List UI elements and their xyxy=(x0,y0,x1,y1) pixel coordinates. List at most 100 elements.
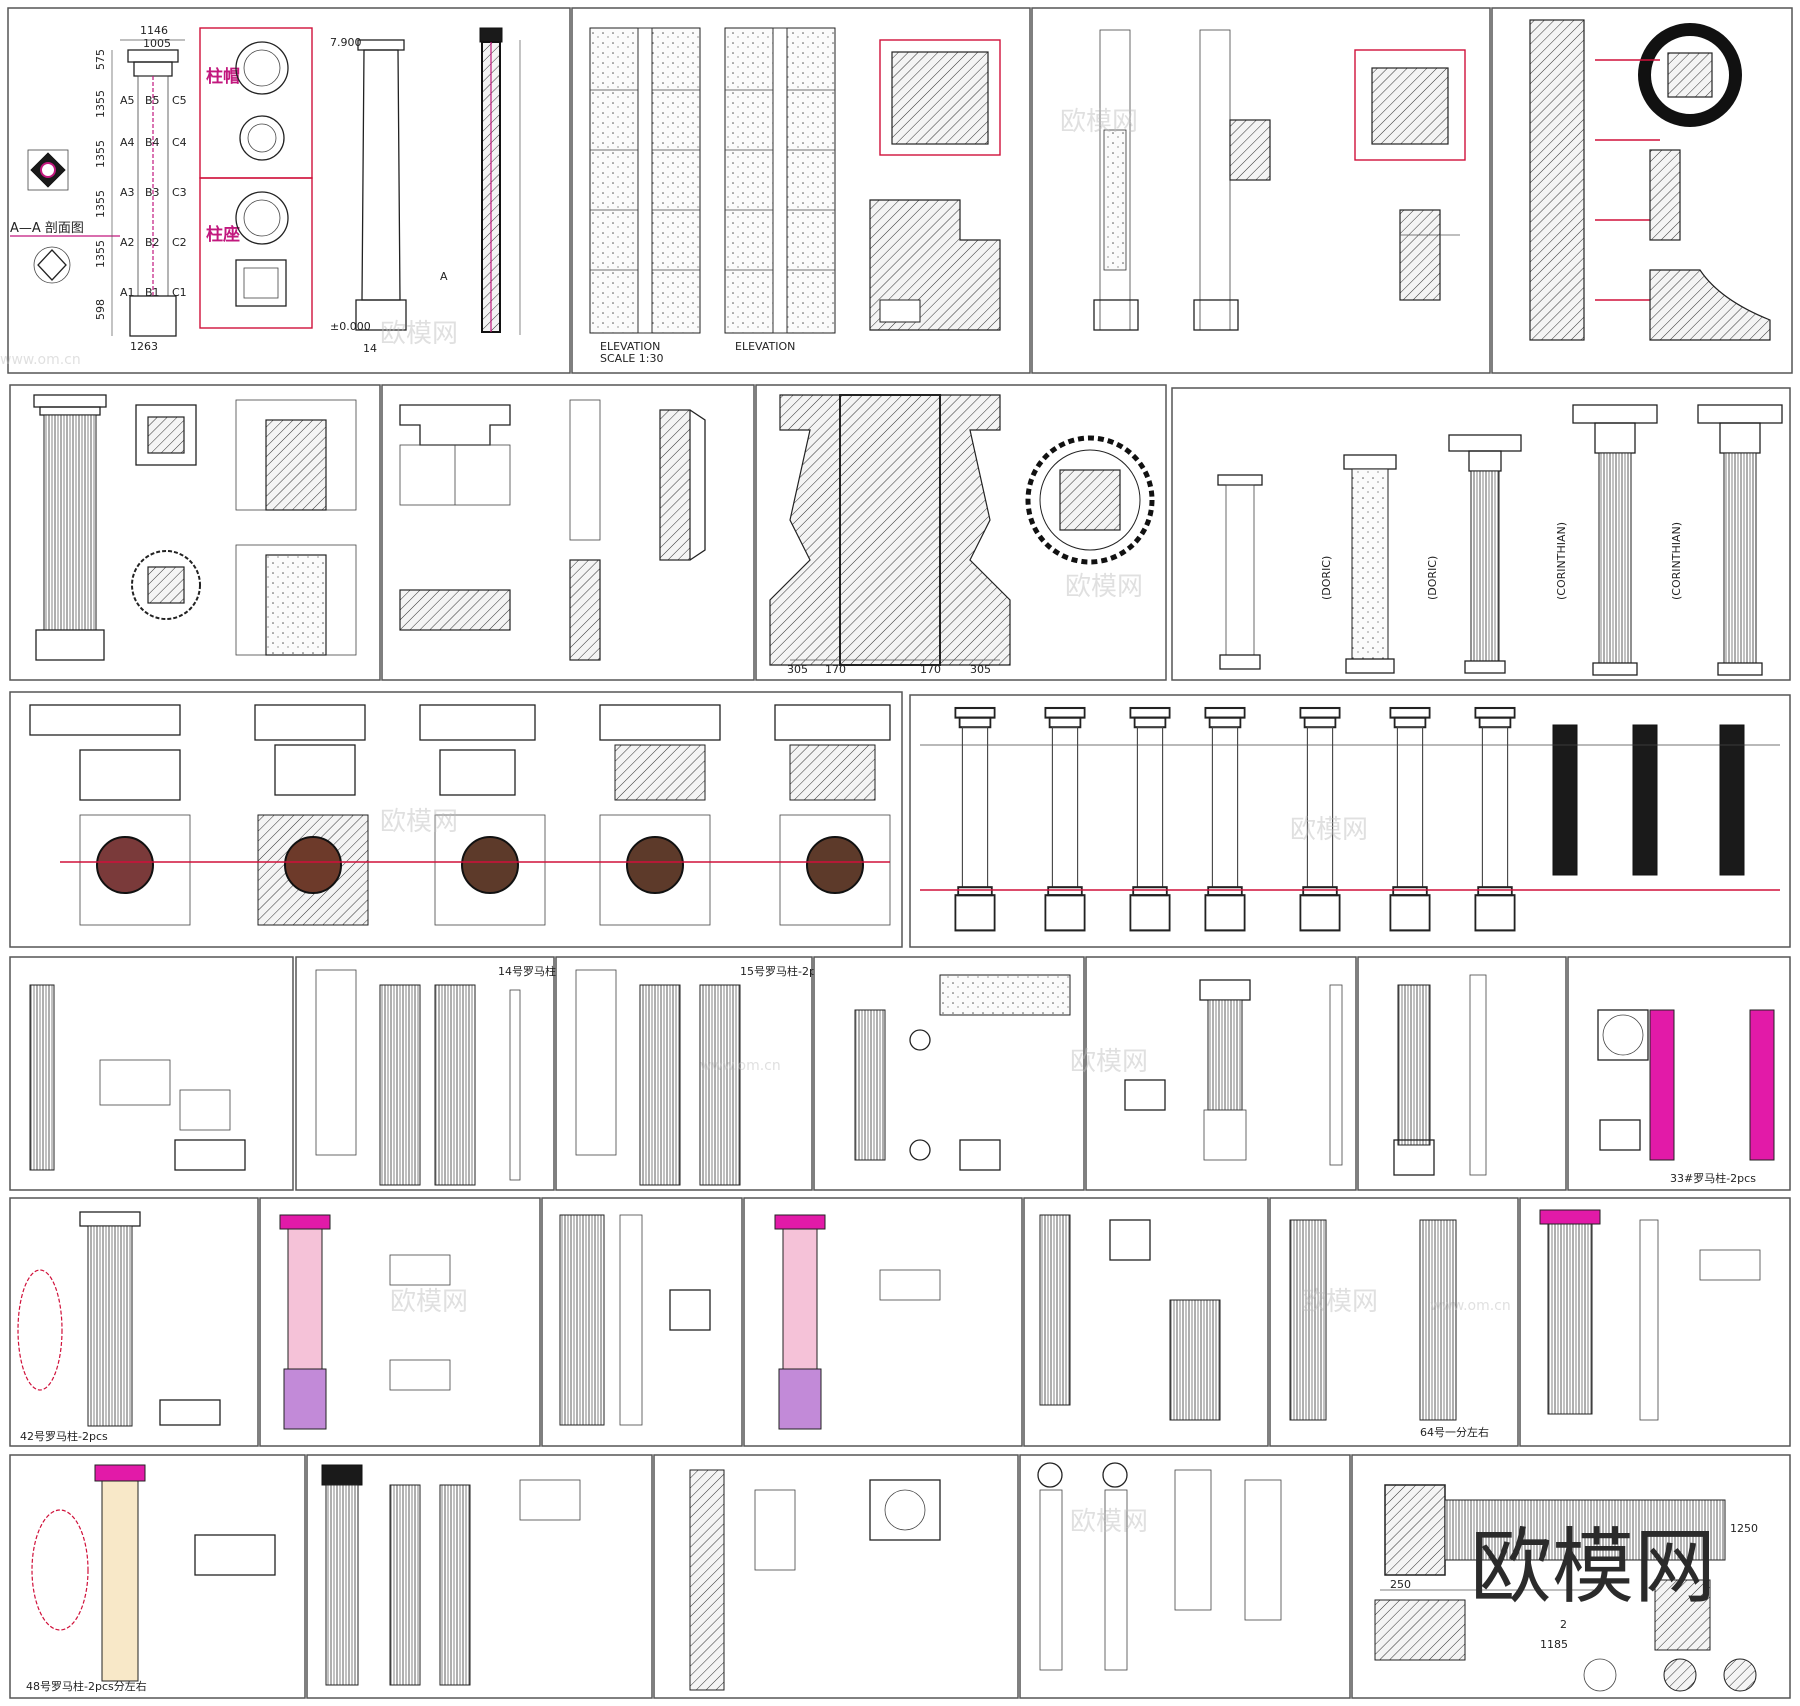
panel-row5-c xyxy=(541,1197,743,1447)
title-42: 42号罗马柱-2pcs xyxy=(20,1429,108,1443)
watermark-url: www.om.cn xyxy=(700,1058,781,1074)
panel-row5-a: 42号罗马柱-2pcs xyxy=(9,1197,259,1447)
panel-frame xyxy=(306,1454,653,1699)
elevation-label-1: ELEVATION xyxy=(600,340,660,353)
panel-row5-g xyxy=(1519,1197,1791,1447)
cap-label: 柱帽 xyxy=(206,66,240,87)
seg-a4: A4 xyxy=(120,136,135,149)
panel-round-column-detail xyxy=(1491,7,1793,374)
dim-2: 2 xyxy=(1560,1618,1567,1631)
h-598: 598 xyxy=(94,299,107,320)
watermark: 欧模网 xyxy=(1060,107,1138,137)
panel-column-sections xyxy=(1031,7,1491,374)
gear-dim-3: 170 xyxy=(920,663,941,676)
gear-dim-1: 305 xyxy=(787,663,808,676)
panel-row5-f: 64号一分左右 xyxy=(1269,1197,1519,1447)
title-64: 64号一分左右 xyxy=(1420,1425,1489,1439)
watermark: 欧模网 xyxy=(1070,1507,1148,1537)
seg-b3: B3 xyxy=(145,186,160,199)
panel-row4-e xyxy=(1085,956,1357,1191)
title-48: 48号罗马柱-2pcs分左右 xyxy=(26,1679,147,1693)
dim-bottom: 1263 xyxy=(130,340,158,353)
panel-frame xyxy=(7,7,571,374)
panel-frame xyxy=(555,956,813,1191)
capital-4 xyxy=(599,704,721,926)
panel-row4-d xyxy=(813,956,1085,1191)
panel-capital-details xyxy=(9,691,903,948)
watermark-layer: 欧模网 欧模网 欧模网 欧模网 欧模网 欧模网 欧模网 欧模网 欧模网 www.… xyxy=(0,107,1511,1537)
title-33: 33#罗马柱-2pcs xyxy=(1670,1171,1756,1185)
gear-dim-4: 305 xyxy=(970,663,991,676)
seg-c3: C3 xyxy=(172,186,187,199)
panel-frame xyxy=(1031,7,1491,374)
panel-row4-f xyxy=(1357,956,1567,1191)
capital-3 xyxy=(419,704,546,926)
panel-row6-a: 48号罗马柱-2pcs分左右 xyxy=(9,1454,306,1699)
watermark: 欧模网 xyxy=(390,1287,468,1317)
watermark-url: www.om.cn xyxy=(1430,1298,1511,1314)
watermark: 欧模网 xyxy=(1070,1047,1148,1077)
seg-b1: B1 xyxy=(145,286,160,299)
brand-logo: 欧模网 xyxy=(1470,1520,1716,1615)
capital-1 xyxy=(29,704,191,926)
panel-frame xyxy=(9,1197,259,1447)
segment-labels: A5 A4 A3 A2 A1 B5 B4 B3 B2 B1 C5 C4 C3 C… xyxy=(120,94,187,299)
panel-row6-b xyxy=(306,1454,653,1699)
panel-row6-d xyxy=(1019,1454,1351,1699)
elevation-label-2: ELEVATION xyxy=(735,340,795,353)
seg-a1: A1 xyxy=(120,286,135,299)
seg-b2: B2 xyxy=(145,236,160,249)
panel-frame xyxy=(9,1454,306,1699)
height-dims: 575 1355 1355 1355 1355 598 xyxy=(94,49,113,336)
h-1355-b: 1355 xyxy=(94,140,107,168)
panel-row4-c: 15号罗马柱-2pcs分左右 xyxy=(555,956,861,1191)
dim-250: 250 xyxy=(1390,1578,1411,1591)
panel-cornice-profiles xyxy=(381,384,755,681)
seg-b4: B4 xyxy=(145,136,160,149)
order-corinthian: (CORINTHIAN) xyxy=(1555,522,1568,600)
panel-row5-b xyxy=(259,1197,541,1447)
seg-a3: A3 xyxy=(120,186,135,199)
panel-row5-d xyxy=(743,1197,1023,1447)
elev-bottom: ±0.000 xyxy=(330,320,371,333)
panel-row4-b: 14号罗马柱-2pcs xyxy=(295,956,586,1191)
order-corinthian-2: (CORINTHIAN) xyxy=(1670,522,1683,600)
panel-row4-g: 33#罗马柱-2pcs xyxy=(1567,956,1791,1191)
dim-14: 14 xyxy=(363,342,377,355)
seg-c2: C2 xyxy=(172,236,187,249)
watermark-url: www.om.cn xyxy=(0,352,81,368)
capital-2 xyxy=(254,704,369,926)
panel-frame xyxy=(1357,956,1567,1191)
seg-a2: A2 xyxy=(120,236,135,249)
panel-row6-e: 1250 250 2 1185 欧模网 xyxy=(1351,1454,1791,1699)
watermark: 欧模网 xyxy=(380,319,458,349)
watermark: 欧模网 xyxy=(380,807,458,837)
panel-frame xyxy=(1019,1454,1351,1699)
seg-b5: B5 xyxy=(145,94,160,107)
dim-1250: 1250 xyxy=(1730,1522,1758,1535)
seg-c5: C5 xyxy=(172,94,187,107)
panel-elevation-stone: ELEVATION ELEVATION SCALE 1:30 xyxy=(571,7,1031,374)
dim-top: 1146 xyxy=(140,24,168,37)
gear-dim-2: 170 xyxy=(825,663,846,676)
panel-square-pilaster xyxy=(9,384,381,681)
watermark: 欧模网 xyxy=(1290,815,1368,845)
order-doric-2: (DORIC) xyxy=(1426,556,1439,600)
panel-classical-orders: (DORIC) (DORIC) (CORINTHIAN) (CORINTHIAN… xyxy=(1171,387,1791,681)
capital-5 xyxy=(774,704,891,926)
panel-column-elevations-row xyxy=(909,694,1791,948)
h-575: 575 xyxy=(94,49,107,70)
elev-top: 7.900 xyxy=(330,36,362,49)
dim-1185: 1185 xyxy=(1540,1638,1568,1651)
seg-c4: C4 xyxy=(172,136,187,149)
panel-row5-e xyxy=(1023,1197,1269,1447)
panel-frame xyxy=(295,956,555,1191)
base-label: 柱座 xyxy=(206,224,240,245)
watermark: 欧模网 xyxy=(1300,1287,1378,1317)
section-label: A—A 剖面图 xyxy=(10,221,84,236)
h-1355-c: 1355 xyxy=(94,190,107,218)
h-1355-a: 1355 xyxy=(94,90,107,118)
panel-roman-column-1: A—A 剖面图 1146 1005 1263 A5 A4 A3 A2 A1 B5… xyxy=(7,7,571,374)
dim-top-2: 1005 xyxy=(143,37,171,50)
